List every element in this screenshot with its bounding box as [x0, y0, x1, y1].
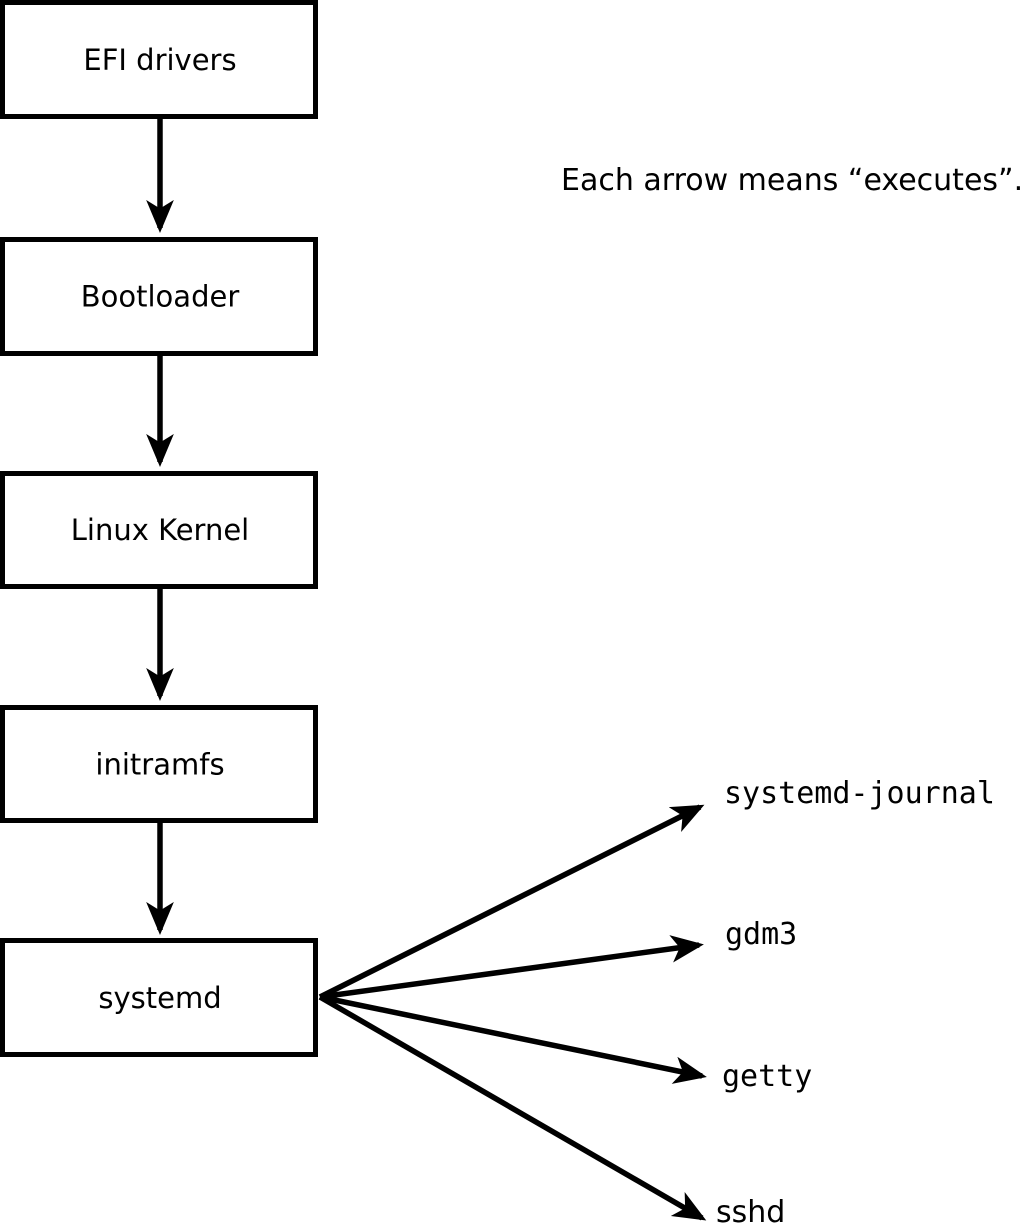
- arrow-systemd-to-systemd-journal: [318, 804, 705, 1000]
- node-linux-kernel: Linux Kernel: [0, 471, 318, 589]
- arrow-systemd-to-gdm3: [319, 935, 704, 1000]
- node-bootloader: Bootloader: [0, 237, 318, 356]
- node-systemd-label: systemd: [98, 981, 221, 1015]
- service-label-systemd-journal: systemd-journal: [724, 776, 995, 811]
- arrow-meaning-note: Each arrow means “executes”.: [561, 163, 1023, 198]
- node-initramfs-box: [0, 705, 318, 823]
- node-linux-kernel-label: Linux Kernel: [71, 513, 249, 547]
- node-bootloader-box: [0, 237, 318, 356]
- service-label-gdm3: gdm3: [725, 917, 797, 952]
- node-efi-drivers-label: EFI drivers: [83, 43, 236, 77]
- service-label-getty: getty: [722, 1059, 812, 1094]
- node-efi-drivers: EFI drivers: [0, 0, 318, 119]
- arrow-systemd-to-getty: [319, 994, 707, 1084]
- node-initramfs-label: initramfs: [95, 748, 224, 782]
- node-efi-drivers-box: [0, 0, 318, 119]
- node-systemd: systemd: [0, 938, 318, 1057]
- service-label-sshd: sshd: [716, 1195, 785, 1230]
- node-systemd-box: [0, 938, 318, 1057]
- node-bootloader-label: Bootloader: [81, 280, 240, 314]
- node-linux-kernel-box: [0, 471, 318, 589]
- node-initramfs: initramfs: [0, 705, 318, 823]
- arrow-systemd-to-sshd: [318, 994, 707, 1221]
